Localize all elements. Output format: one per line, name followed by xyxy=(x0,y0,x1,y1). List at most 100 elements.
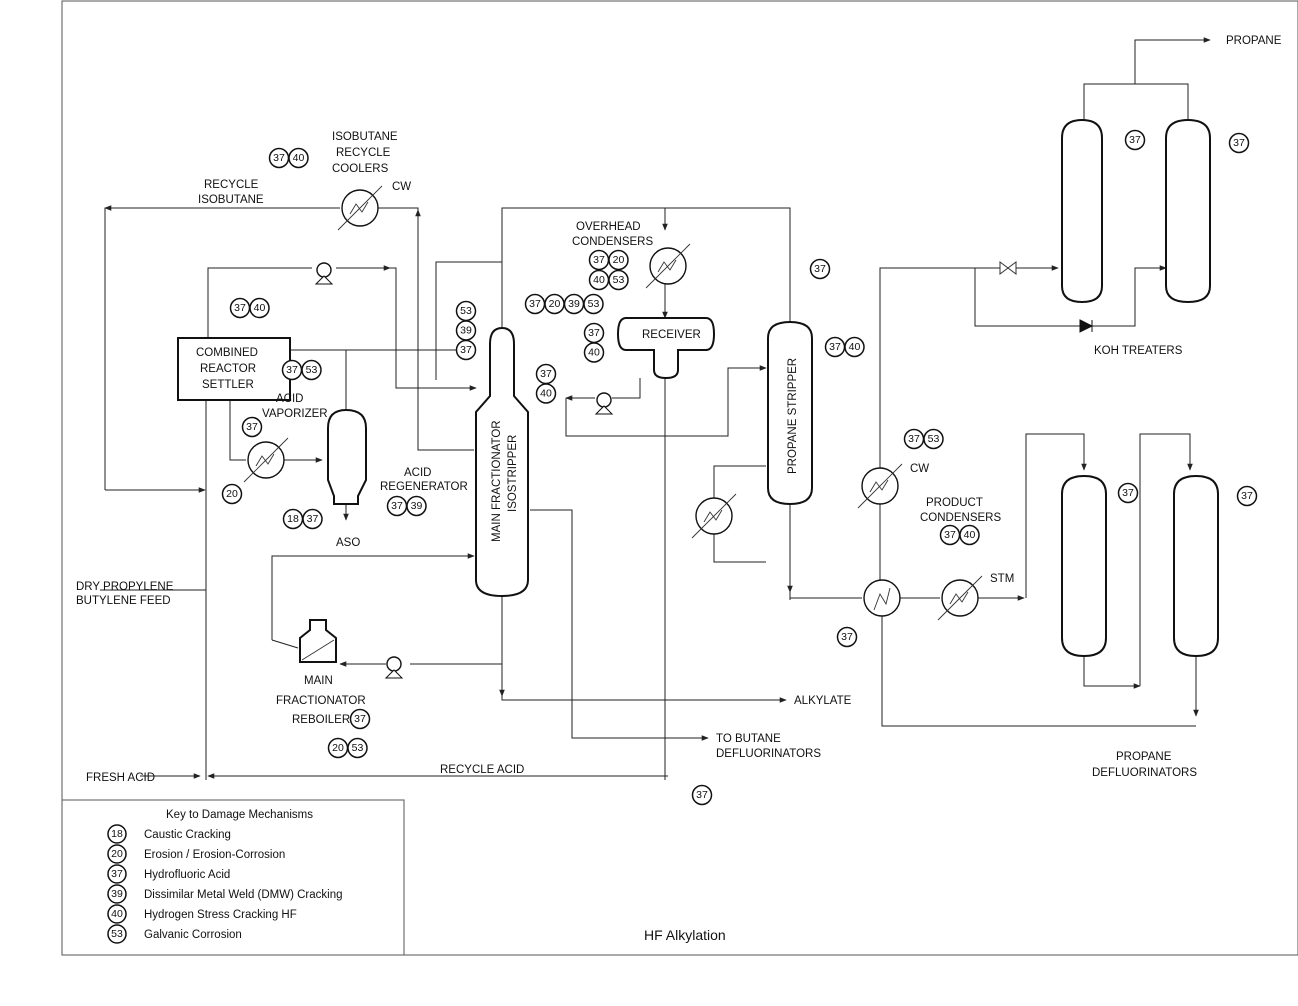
legend-title: Key to Damage Mechanisms xyxy=(166,809,313,821)
label-acid: ACID xyxy=(276,393,303,405)
badge-code: 39 xyxy=(411,500,423,512)
badge-group-acid-vaporizer: 37 xyxy=(241,416,263,438)
label-main: MAIN xyxy=(304,675,333,687)
propane-defluorinator-right xyxy=(1173,474,1219,658)
badge-code: 37 xyxy=(529,298,541,310)
badge-code: 37 xyxy=(307,513,319,525)
label-propane-stripper: PROPANE STRIPPER xyxy=(787,358,799,474)
badge-code: 37 xyxy=(1129,134,1141,146)
label-regenerator: REGENERATOR xyxy=(380,481,468,493)
label-overhead: OVERHEAD xyxy=(576,221,641,233)
legend: Key to Damage Mechanisms 18 Caustic Crac… xyxy=(61,799,405,955)
badge-code: 53 xyxy=(460,305,472,317)
damage-badge: 37 xyxy=(691,784,713,806)
badge-code: 37 xyxy=(391,500,403,512)
badge-code: 37 xyxy=(841,631,853,643)
badge-circle xyxy=(1117,482,1139,504)
damage-badge: 53 xyxy=(923,428,944,450)
damage-badge: 37 xyxy=(281,359,303,381)
label-recycle-isobutane-2: ISOBUTANE xyxy=(198,194,264,206)
label-butylene-feed: BUTYLENE FEED xyxy=(76,595,171,607)
badge-circle xyxy=(301,359,322,381)
badge-code: 37 xyxy=(908,433,920,445)
label-product: PRODUCT xyxy=(926,497,983,509)
damage-badge: 20 xyxy=(544,293,565,315)
damage-badge: 40 xyxy=(288,147,309,169)
label-isostripper: ISOSTRIPPER xyxy=(507,435,519,512)
badge-code: 39 xyxy=(568,298,580,310)
badge-circle xyxy=(455,339,477,361)
damage-badge: 37 xyxy=(349,708,371,730)
damage-badge: 37 xyxy=(455,339,477,361)
damage-badge: 53 xyxy=(301,359,322,381)
damage-badge: 37 xyxy=(386,495,408,517)
damage-badge: 40 xyxy=(535,383,557,404)
label-condensers: CONDENSERS xyxy=(572,236,653,248)
badge-group-acid-vaporizer-inlet: 20 xyxy=(221,483,243,505)
badge-code: 40 xyxy=(849,341,861,353)
badge-circle xyxy=(809,258,831,280)
badge-code: 37 xyxy=(829,341,841,353)
badge-group-coolers: 37 40 xyxy=(268,147,309,169)
label-aso: ASO xyxy=(336,537,360,549)
damage-badge: 20 xyxy=(221,483,243,505)
badge-code: 37 xyxy=(460,344,472,356)
badge-circle xyxy=(1236,485,1258,507)
badge-code: 37 xyxy=(696,789,708,801)
legend-code: 39 xyxy=(111,888,123,900)
damage-badge: 37 xyxy=(524,293,546,315)
legend-text: Caustic Cracking xyxy=(144,829,231,841)
damage-badge: 37 xyxy=(302,508,323,530)
legend-code: 37 xyxy=(111,868,123,880)
badge-circle xyxy=(288,147,309,169)
damage-badge: 53 xyxy=(608,269,629,291)
badge-circle xyxy=(583,342,605,363)
badge-code: 37 xyxy=(354,713,366,725)
badge-code: 40 xyxy=(540,388,552,400)
badge-circle xyxy=(535,383,557,404)
propane-stripper xyxy=(767,320,813,506)
badge-code: 37 xyxy=(273,152,285,164)
badge-code: 40 xyxy=(293,152,305,164)
legend-code: 18 xyxy=(111,828,123,840)
legend-text: Hydrofluoric Acid xyxy=(144,869,230,881)
damage-badge: 37 xyxy=(241,416,263,438)
label-vaporizer: VAPORIZER xyxy=(262,408,328,420)
label-receiver: RECEIVER xyxy=(642,329,701,341)
overhead-condenser xyxy=(645,243,691,289)
badge-circle xyxy=(844,336,865,358)
damage-badge: 40 xyxy=(249,297,270,319)
damage-badge: 53 xyxy=(455,300,477,322)
label-koh-treaters: KOH TREATERS xyxy=(1094,345,1183,357)
label-combined: COMBINED xyxy=(196,347,258,359)
acid-vaporizer xyxy=(243,437,289,483)
badge-code: 40 xyxy=(254,302,266,314)
badge-group-exchanger-bottom: 37 xyxy=(836,626,858,648)
badge-circle xyxy=(241,416,263,438)
badge-code: 18 xyxy=(287,513,299,525)
main-fractionator xyxy=(475,326,529,598)
legend-text: Erosion / Erosion-Corrosion xyxy=(144,849,285,861)
badge-code: 53 xyxy=(613,274,625,286)
feed-effluent-exchanger xyxy=(863,579,901,617)
badge-code: 37 xyxy=(246,421,258,433)
product-condenser xyxy=(857,463,903,509)
legend-item-37: 37 Hydrofluoric Acid xyxy=(107,864,230,884)
piping xyxy=(100,37,1211,780)
damage-badge: 40 xyxy=(588,269,610,291)
label-cw: CW xyxy=(392,181,411,193)
badge-circle xyxy=(347,737,368,759)
label-to-butane: TO BUTANE xyxy=(716,733,781,745)
label-isobutane: ISOBUTANE xyxy=(332,131,398,143)
badge-code: 20 xyxy=(549,298,561,310)
damage-badge: 37 xyxy=(229,297,251,319)
badge-code: 37 xyxy=(814,263,826,275)
badge-circle xyxy=(1228,132,1250,154)
damage-badge: 40 xyxy=(583,342,605,363)
label-acid-regen: ACID xyxy=(404,467,431,479)
damage-badge: 40 xyxy=(844,336,865,358)
